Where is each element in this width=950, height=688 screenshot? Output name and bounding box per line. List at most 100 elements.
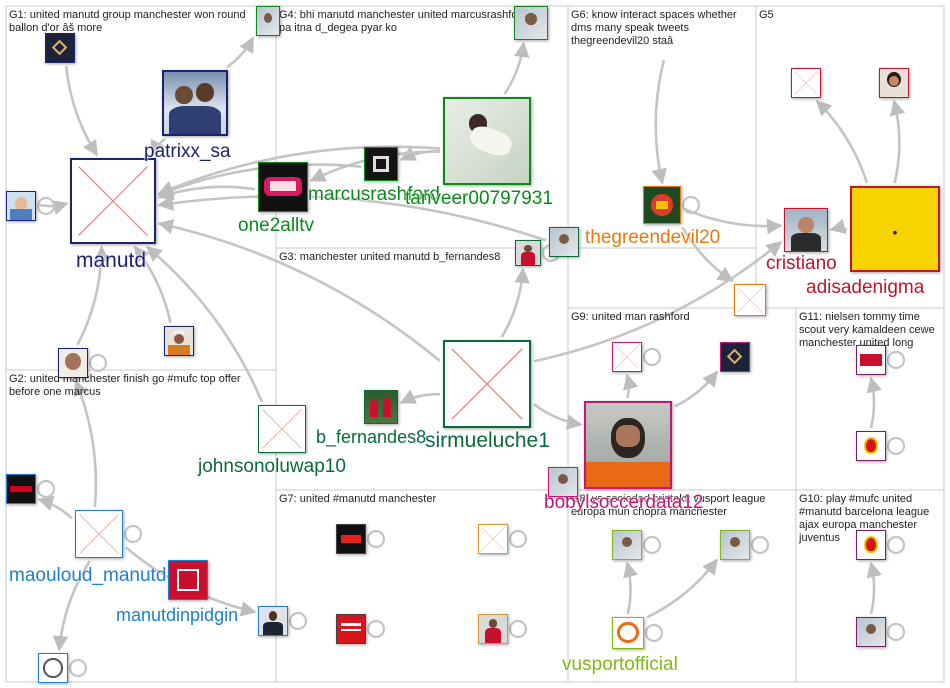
node-g4_top[interactable] bbox=[514, 6, 548, 40]
node-patrixx_sa[interactable] bbox=[162, 70, 228, 136]
node-johnsonoluwap10[interactable] bbox=[258, 405, 306, 453]
node-label-johnsonoluwap10: johnsonoluwap10 bbox=[198, 456, 346, 477]
badge-icon bbox=[857, 432, 885, 460]
photo-small-icon bbox=[549, 468, 577, 496]
self-loop-g7_exsports bbox=[366, 529, 386, 549]
photo-lying-icon bbox=[445, 99, 529, 183]
self-loop-g11_badge bbox=[886, 436, 906, 456]
edge-g11_badge-to-g11_mpb bbox=[866, 376, 882, 429]
group-label-g10: G10: play #mufc united #manutd barcelona… bbox=[799, 493, 930, 544]
node-marcusrashford[interactable] bbox=[364, 147, 398, 181]
node-g2_espn[interactable] bbox=[6, 474, 36, 504]
node-g8_b[interactable] bbox=[720, 530, 750, 560]
photo-face-icon bbox=[59, 349, 87, 377]
node-label-thegreendevil20: thegreendevil20 bbox=[585, 227, 721, 248]
node-label-b_fernandes8: b_fernandes8 bbox=[316, 427, 427, 447]
node-g9_logo[interactable] bbox=[720, 342, 750, 372]
mu-fans-logo-icon bbox=[337, 615, 365, 643]
self-loop-manutdinpidgin bbox=[288, 611, 308, 631]
node-g7_exsports[interactable] bbox=[336, 524, 366, 554]
devil-logo-icon bbox=[644, 187, 680, 223]
group-label-g4: G4: bhi manutd manchester united marcusr… bbox=[279, 9, 528, 34]
node-label-manutd: manutd bbox=[76, 249, 147, 272]
node-g5_woman[interactable] bbox=[879, 68, 909, 98]
self-loop-vusportofficial bbox=[644, 623, 664, 643]
node-manutdinpidgin[interactable] bbox=[258, 606, 288, 636]
node-g10_b[interactable] bbox=[856, 617, 886, 647]
edge-adisadenigma-to-cristiano bbox=[829, 218, 848, 234]
photo-players-icon bbox=[365, 391, 397, 423]
node-label-patrixx_sa: patrixx_sa bbox=[144, 141, 231, 162]
node-g7_placeholder[interactable] bbox=[478, 524, 508, 554]
group-label-g8: G8: ys sociedad cristakit vusport league… bbox=[571, 493, 766, 518]
node-vusportofficial[interactable] bbox=[612, 617, 644, 649]
node-g1_man_cap[interactable] bbox=[164, 326, 194, 356]
edge-adisadenigma-to-g5_placeholder bbox=[815, 99, 869, 184]
node-b_fernandes8[interactable] bbox=[364, 390, 398, 424]
photo-small-icon bbox=[613, 531, 641, 559]
photo-small-icon bbox=[515, 7, 547, 39]
self-loop-g10_b bbox=[886, 622, 906, 642]
node-g9_placeholder[interactable] bbox=[612, 342, 642, 372]
node-g7_mufans[interactable] bbox=[336, 614, 366, 644]
node-g10_a[interactable] bbox=[856, 530, 886, 560]
tv-logo-icon bbox=[259, 163, 307, 211]
placeholder-icon bbox=[792, 69, 820, 97]
edge-adisadenigma-to-g5_woman bbox=[889, 99, 906, 184]
node-g9_small[interactable] bbox=[548, 467, 578, 497]
node-sirmueluche1[interactable] bbox=[443, 340, 531, 428]
node-thegreendevil20[interactable] bbox=[643, 186, 681, 224]
node-label-tanveer00797931: tanveer00797931 bbox=[405, 188, 553, 209]
self-loop-g2_bottom bbox=[68, 658, 88, 678]
group-boxes bbox=[5, 5, 945, 683]
group-label-g5: G5 bbox=[759, 9, 774, 21]
edge-g1_logo-to-manutd bbox=[64, 65, 99, 157]
placeholder-icon bbox=[613, 343, 641, 371]
node-g8_a[interactable] bbox=[612, 530, 642, 560]
mpb-logo-icon bbox=[857, 346, 885, 374]
self-loop-g11_mpb bbox=[886, 350, 906, 370]
node-bobylsoccerfan[interactable] bbox=[584, 401, 672, 489]
edge-g6_greendevil_src-to-thegreendevil20 bbox=[651, 59, 667, 185]
node-g11_mpb[interactable] bbox=[856, 345, 886, 375]
node-g5_orange[interactable] bbox=[734, 284, 766, 316]
photo-man-cap-icon bbox=[165, 327, 193, 355]
node-one2alltv[interactable] bbox=[258, 162, 308, 212]
node-g11_badge[interactable] bbox=[856, 431, 886, 461]
node-g4_topleft[interactable] bbox=[256, 6, 280, 36]
placeholder-icon bbox=[445, 342, 529, 426]
self-loop-layer bbox=[36, 195, 906, 678]
group-label-g3: G3: manchester united manutd b_fernandes… bbox=[279, 251, 501, 263]
badge-icon bbox=[857, 531, 885, 559]
photo-man-suit-icon bbox=[259, 607, 287, 635]
group-label-g9: G9: united man rashford bbox=[571, 311, 690, 323]
node-manutd[interactable] bbox=[70, 158, 156, 244]
node-cristiano[interactable] bbox=[784, 208, 828, 252]
node-g7_player[interactable] bbox=[478, 614, 508, 644]
photo-cristiano-icon bbox=[785, 209, 827, 251]
self-loop-maouloud_manutd bbox=[123, 524, 143, 544]
node-g5_placeholder[interactable] bbox=[791, 68, 821, 98]
placeholder-icon bbox=[735, 285, 765, 315]
photo-small-icon bbox=[550, 228, 578, 256]
node-tanveer00797931[interactable] bbox=[443, 97, 531, 185]
node-g2_bottom[interactable] bbox=[38, 653, 68, 683]
edge-sirmueluche1-to-cristiano bbox=[533, 241, 783, 363]
photo-small-icon bbox=[721, 531, 749, 559]
placeholder-icon bbox=[259, 406, 305, 452]
node-g1_logo[interactable] bbox=[45, 33, 75, 63]
ex-logo-icon bbox=[337, 525, 365, 553]
self-loop-g7_placeholder bbox=[508, 529, 528, 549]
node-g3_small[interactable] bbox=[549, 227, 579, 257]
node-g1_face[interactable] bbox=[58, 348, 88, 378]
node-g3_player[interactable] bbox=[515, 240, 541, 266]
node-maouloud_manutd[interactable] bbox=[75, 510, 123, 558]
node-adisadenigma[interactable]: • bbox=[850, 186, 940, 272]
round-logo-icon bbox=[39, 654, 67, 682]
node-label-maouloud_manutd: maouloud_manutd bbox=[9, 565, 167, 586]
node-g2_red[interactable] bbox=[168, 560, 208, 600]
group-box-g10 bbox=[795, 489, 945, 683]
node-g1_kid[interactable] bbox=[6, 191, 36, 221]
photo-man-orange-icon bbox=[586, 403, 670, 487]
group-label-g7: G7: united #manutd manchester bbox=[279, 493, 437, 505]
